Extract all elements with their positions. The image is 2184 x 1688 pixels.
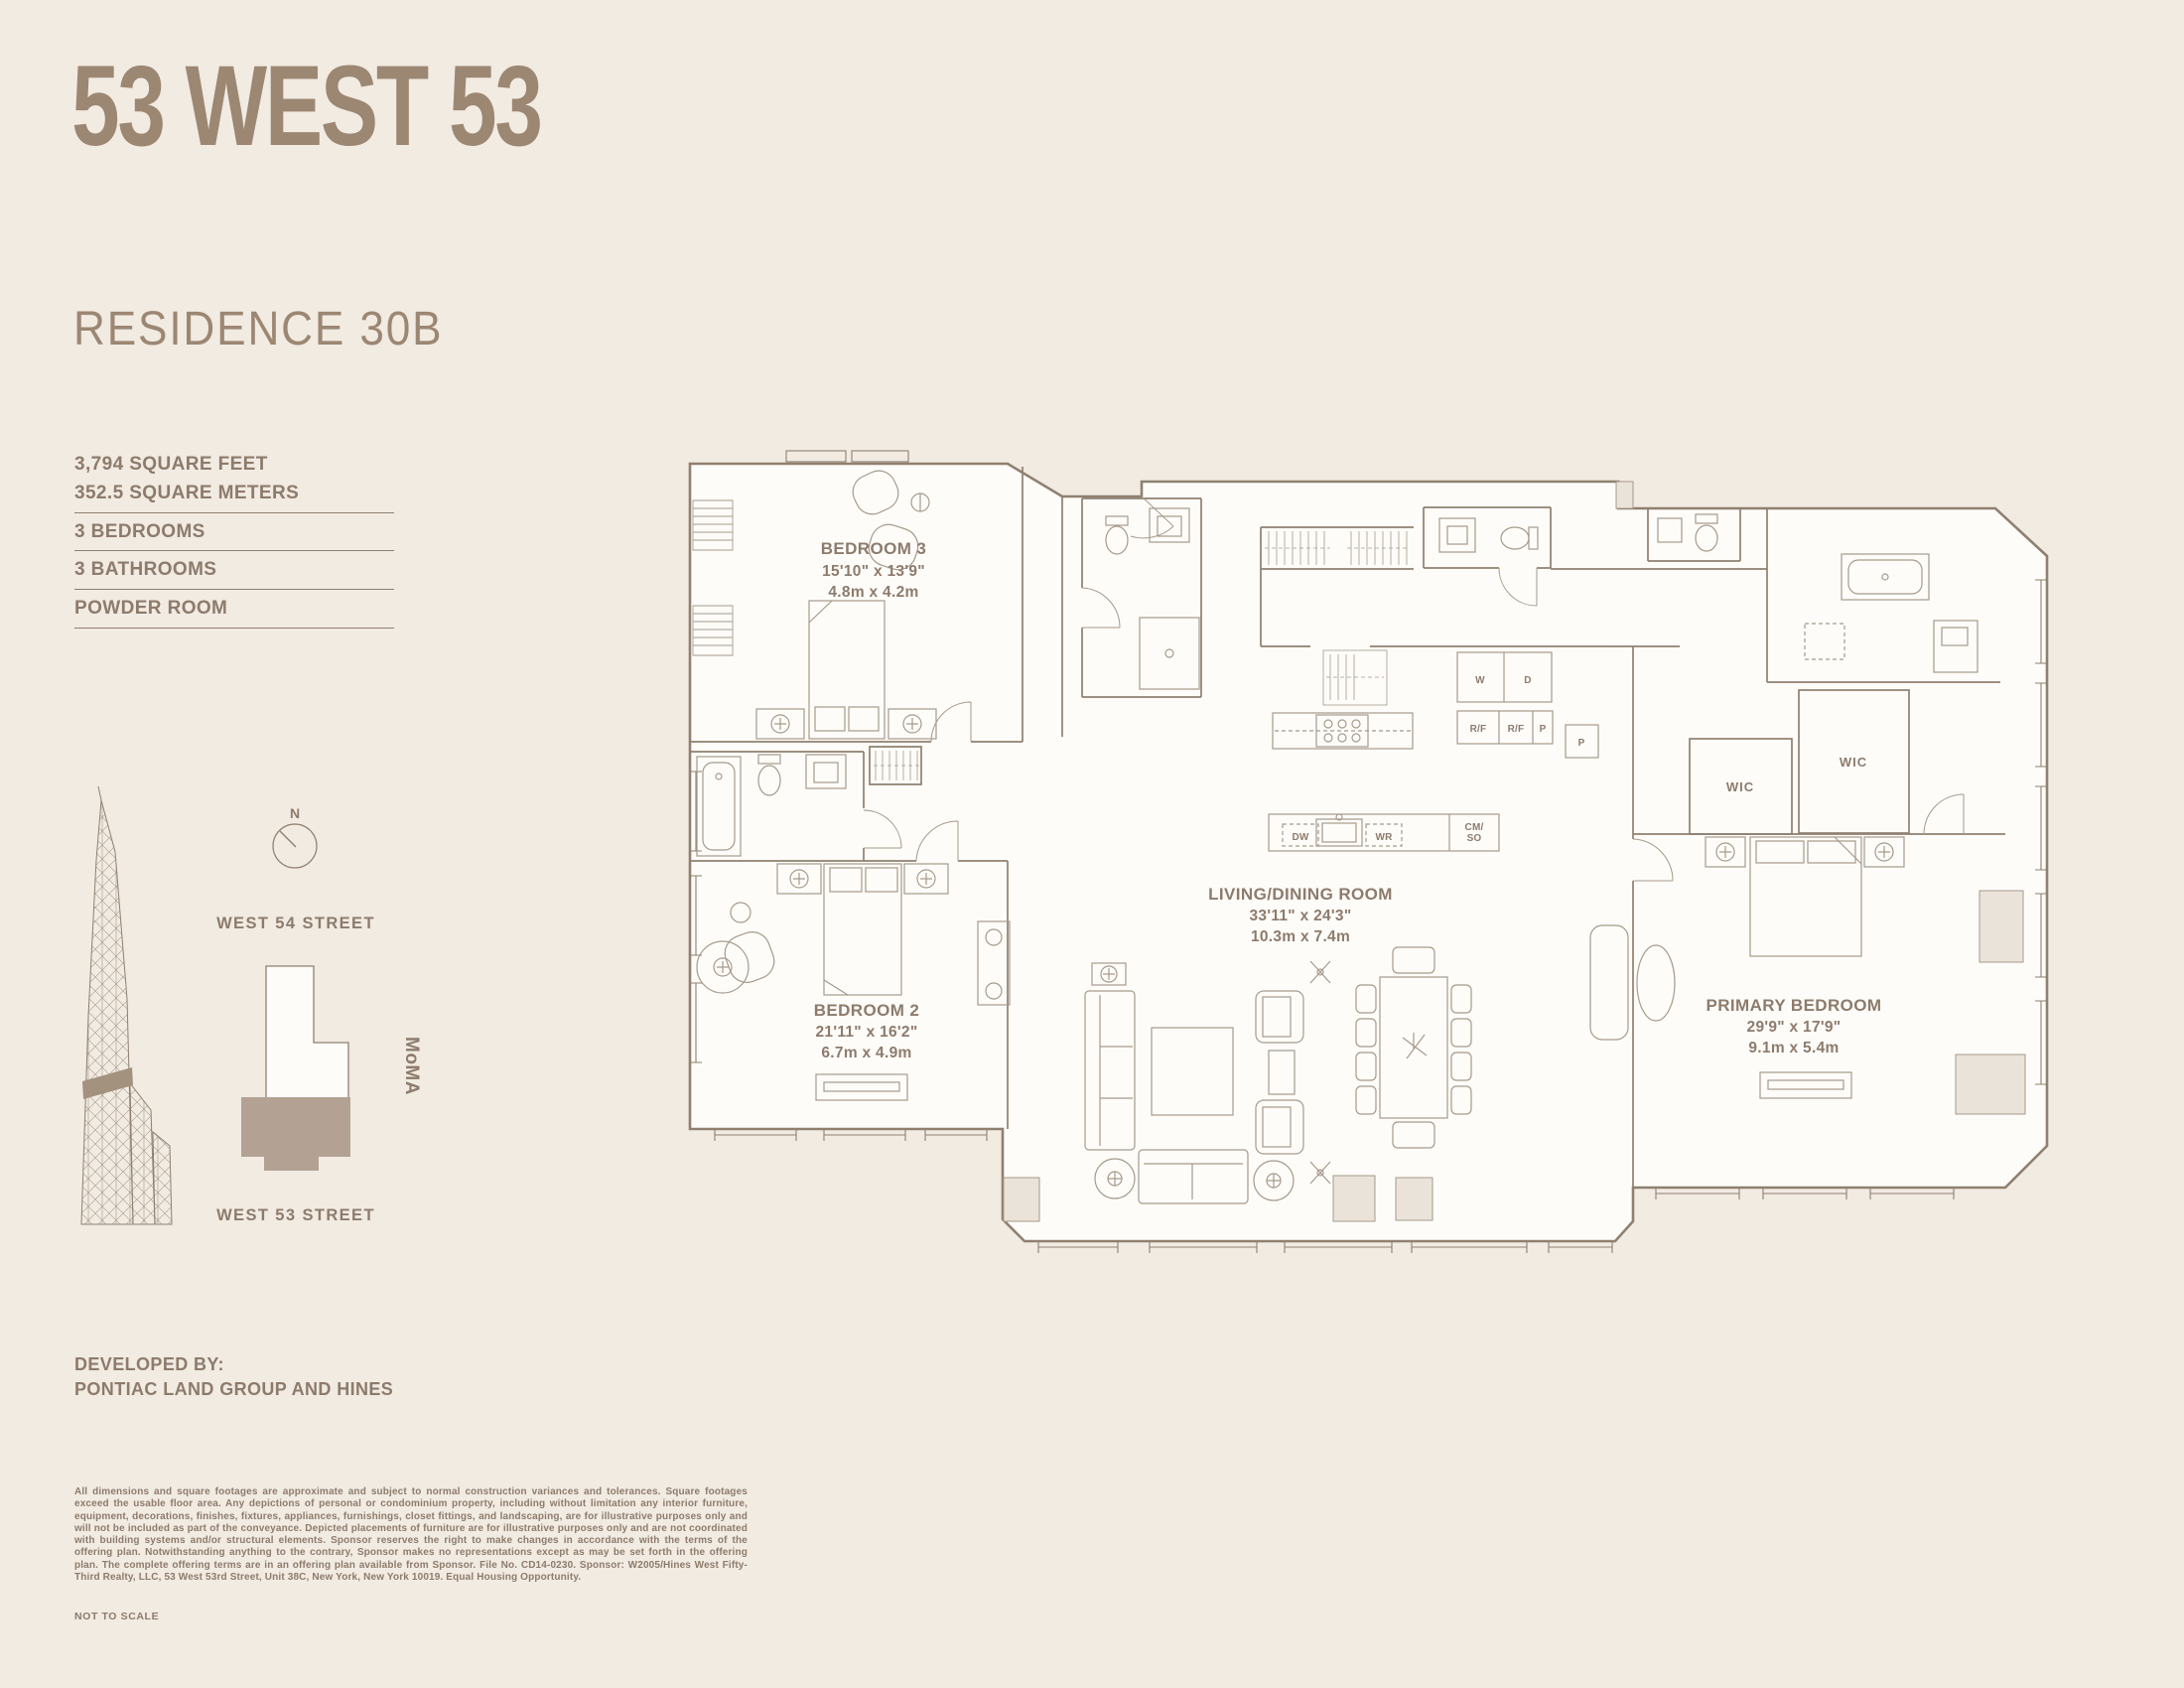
label-wic-1: WIC [1726,779,1754,794]
interior-walls [690,467,2005,1188]
compass-icon: N [272,805,318,869]
street-label-west54: WEST 54 STREET [216,914,375,932]
bedroom3-furniture [755,470,937,740]
bathroom-fixtures [696,507,1979,857]
room-dim-living-metric: 10.3m x 7.4m [1251,928,1350,945]
street-label-west53: WEST 53 STREET [216,1206,375,1224]
spec-area-sqft: 3,794 SQUARE FEET [74,454,268,475]
label-dishwasher: DW [1292,832,1308,843]
spec-divider [74,589,394,590]
room-dim-bedroom3-metric: 4.8m x 4.2m [828,584,918,601]
tower-illustration-icon [80,785,173,1225]
unit-outline [688,462,2049,1243]
label-pantry-2: P [1578,738,1585,749]
spec-divider [74,627,394,629]
kitchen-fixtures [1268,651,1599,852]
page-title: RESIDENCE 30B [73,303,444,355]
room-dim-bedroom2-metric: 6.7m x 4.9m [821,1045,911,1061]
primary-bedroom-furniture [1589,836,1905,1099]
label-pantry-1: P [1540,724,1547,735]
bedroom2-furniture [696,863,1011,1101]
spec-bathrooms: 3 BATHROOMS [74,559,217,581]
spec-area-sqm: 352.5 SQUARE METERS [74,482,300,503]
living-furniture [1084,946,1472,1204]
building-logo: 53 WEST 53 [71,43,543,170]
label-wine-fridge: WR [1375,832,1393,843]
closet-hatching [874,531,1410,780]
label-dryer: D [1524,675,1531,686]
room-label-primary-bedroom: PRIMARY BEDROOM [1706,996,1882,1015]
spec-bedrooms: 3 BEDROOMS [74,520,205,542]
label-fridge-1: R/F [1470,724,1487,735]
developer-block: DEVELOPED BY: PONTIAC LAND GROUP AND HIN… [74,1352,393,1402]
developed-by-label: DEVELOPED BY: [74,1354,224,1374]
not-to-scale-note: NOT TO SCALE [74,1611,160,1622]
label-washer: W [1475,675,1485,686]
room-dim-bedroom2-imperial: 21'11" x 16'2" [816,1024,918,1041]
floor-plan: BEDROOM 3 15'10" x 13'9" 4.8m x 4.2m BED… [688,450,2049,1253]
room-label-bedroom2: BEDROOM 2 [814,1001,920,1020]
room-label-living-dining: LIVING/DINING ROOM [1208,885,1393,904]
label-fridge-2: R/F [1508,724,1525,735]
svg-text:N: N [290,805,300,821]
site-footprint [241,965,350,1171]
room-dim-primary-imperial: 29'9" x 17'9" [1747,1019,1842,1036]
moma-label: MoMA [401,1037,422,1095]
legal-disclaimer: All dimensions and square footages are a… [74,1486,748,1584]
developer-name: PONTIAC LAND GROUP AND HINES [74,1379,394,1400]
label-coffee-line2: SO [1467,833,1482,844]
door-swings [863,495,1965,882]
room-dim-bedroom3-imperial: 15'10" x 13'9" [822,563,925,580]
label-wic-2: WIC [1840,755,1867,770]
room-dim-primary-metric: 9.1m x 5.4m [1748,1040,1839,1056]
spec-list: 3,794 SQUARE FEET 352.5 SQUARE METERS 3 … [74,449,394,632]
label-coffee-line1: CM/ [1465,822,1484,833]
spec-powder-room: POWDER ROOM [74,598,228,619]
location-map: N WEST 54 STREET WEST 53 STREET MoMA [80,785,422,1225]
room-label-bedroom3: BEDROOM 3 [821,539,927,558]
window-fins [692,499,734,656]
window-marks [690,450,2047,1253]
spec-divider [74,511,394,513]
spec-divider [74,550,394,552]
room-dim-living-imperial: 33'11" x 24'3" [1250,908,1352,924]
structural-columns [1003,481,2026,1222]
